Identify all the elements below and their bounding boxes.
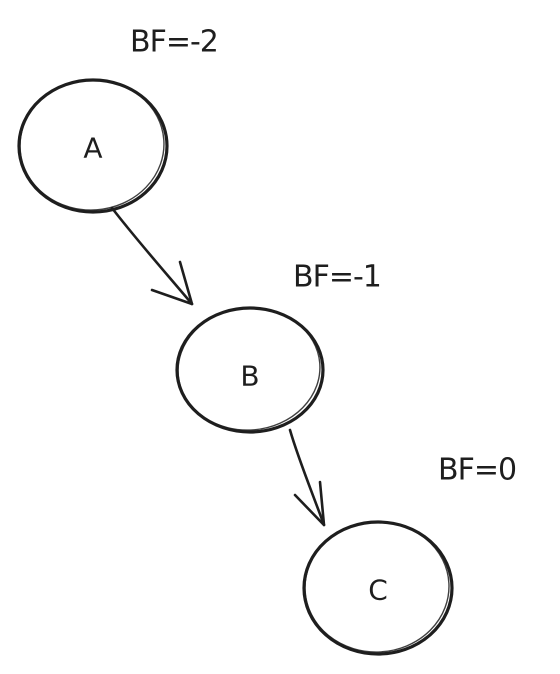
node-c-label: C [368,574,388,607]
node-c-circle-overstroke [304,521,450,653]
edge-b-to-c-line [288,428,326,527]
node-c-balance-factor: BF=0 [438,453,516,488]
edge-b-to-c [288,428,326,527]
node-a-balance-factor: BF=-2 [130,25,218,60]
node-b-label: B [240,360,259,393]
edge-a-to-b-line [110,206,194,306]
edge-a-to-b [110,206,194,306]
node-b-circle-overstroke [177,307,321,431]
edge-a-to-b-arrowhead [150,260,194,306]
node-b-balance-factor: BF=-1 [293,260,381,295]
node-a-circle-overstroke [19,79,165,211]
node-c: C BF=0 [302,453,517,656]
edge-b-to-c-arrowhead [293,480,326,527]
node-b: B BF=-1 [175,260,382,434]
node-a: A BF=-2 [17,25,219,214]
node-a-label: A [83,132,102,165]
